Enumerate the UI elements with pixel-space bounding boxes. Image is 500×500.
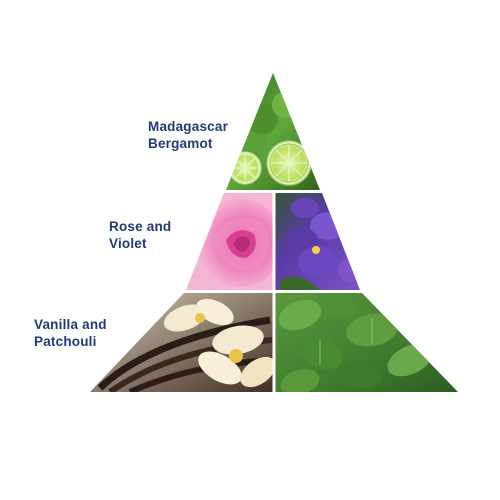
top-note-label: Madagascar Bergamot	[148, 119, 229, 151]
base-note-label: Vanilla and Patchouli	[34, 317, 107, 349]
patchouli-leaves-photo	[275, 293, 458, 392]
bergamot-citrus-photo	[226, 73, 320, 190]
vanilla-flower-pods-photo	[90, 293, 273, 392]
purple-violet-photo	[275, 193, 360, 290]
tier-dividers	[160, 190, 380, 394]
pink-rose-photo	[186, 193, 273, 290]
middle-note-label: Rose and Violet	[109, 219, 172, 251]
